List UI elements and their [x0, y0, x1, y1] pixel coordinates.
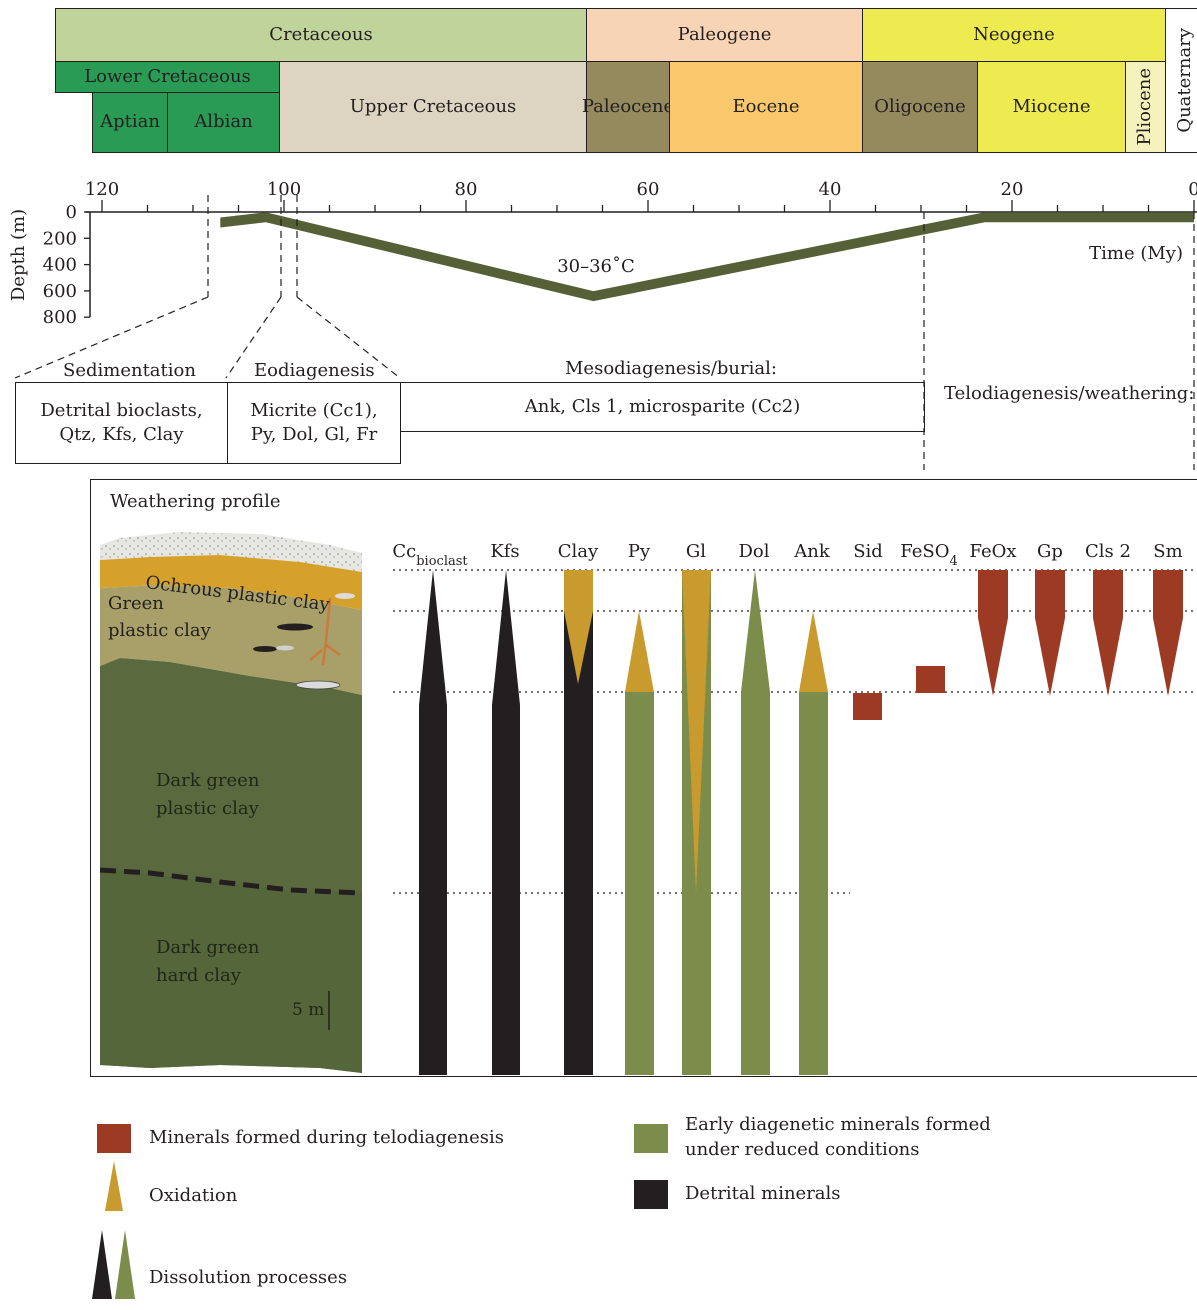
- dissolution-swatch: [92, 1230, 135, 1299]
- period-neogene: Neogene: [862, 8, 1166, 62]
- epoch-label: Lower Cretaceous: [84, 65, 251, 87]
- epoch-miocene: Miocene: [977, 61, 1126, 153]
- period-label: Paleogene: [677, 23, 772, 45]
- period-label: Cretaceous: [269, 23, 373, 45]
- time-tick-label: 0: [1188, 179, 1197, 200]
- epoch-label: Miocene: [1012, 95, 1091, 117]
- epoch-label: Aptian: [100, 111, 160, 133]
- legend-label-detrital: Detrital minerals: [685, 1183, 841, 1204]
- time-axis-label: Time (My): [1089, 243, 1183, 264]
- profile-title: Weathering profile: [110, 491, 281, 512]
- epoch-lower-cretaceous: Lower Cretaceous: [55, 61, 280, 93]
- profile-panel-frame: [90, 479, 1197, 1077]
- time-tick-label: 20: [1001, 179, 1024, 200]
- depth-tick-label: 200: [43, 228, 77, 249]
- depth-tick-label: 0: [66, 202, 77, 223]
- telodiagenesis-swatch: [97, 1124, 131, 1153]
- epoch-label: Albian: [194, 111, 253, 133]
- sedimentation-box: Detrital bioclasts, Qtz, Kfs, Clay: [15, 382, 228, 464]
- period-cretaceous: Cretaceous: [55, 8, 587, 62]
- early-diagenetic-swatch: [634, 1124, 668, 1153]
- epoch-albian: Albian: [167, 92, 280, 153]
- epoch-upper-cretaceous: Upper Cretaceous: [279, 61, 587, 153]
- depth-tick-label: 600: [43, 281, 77, 302]
- eodiagenesis-box: Micrite (Cc1), Py, Dol, Gl, Fr: [227, 382, 401, 464]
- eodiagenesis-title: Eodiagenesis: [254, 360, 375, 381]
- epoch-label: Paleocene: [581, 95, 675, 117]
- epoch-eocene: Eocene: [669, 61, 863, 153]
- green-clay-label: Green plastic clay: [108, 593, 211, 641]
- hard-clay-label: Dark green hard clay: [156, 937, 260, 986]
- connector-line: [225, 296, 282, 379]
- oxidation-swatch: [105, 1161, 123, 1211]
- mesodiagenesis-minerals: Ank, Cls 1, microsparite (Cc2): [524, 395, 801, 417]
- burial-curve: [220, 212, 1195, 302]
- epoch-oligocene: Oligocene: [862, 61, 978, 153]
- scale-bar-label: 5 m: [292, 1000, 325, 1020]
- mesodiagenesis-title: Mesodiagenesis/burial:: [565, 358, 777, 379]
- stage-connectors: [14, 195, 1195, 470]
- epoch-pliocene: Pliocene: [1125, 61, 1166, 153]
- legend-label-telodiagenesis: Minerals formed during telodiagenesis: [149, 1127, 505, 1148]
- time-axis: 120 100 80 60 40 20 0: [85, 179, 1197, 213]
- legend-label-early-diagenetic: Early diagenetic minerals formed under r…: [685, 1114, 991, 1161]
- temperature-label: 30–36˚C: [557, 255, 635, 277]
- depth-axis: 0 200 400 600 800: [43, 202, 91, 328]
- telodiagenesis-title: Telodiagenesis/weathering:: [944, 383, 1195, 404]
- epoch-label: Oligocene: [874, 95, 966, 117]
- connector-line: [296, 296, 401, 379]
- dark-green-clay-label: Dark green plastic clay: [156, 770, 260, 819]
- time-tick-label: 100: [267, 179, 301, 200]
- sedimentation-title: Sedimentation: [63, 360, 196, 381]
- time-tick-label: 80: [455, 179, 478, 200]
- depth-tick-label: 400: [43, 255, 77, 276]
- connector-line: [14, 296, 209, 379]
- legend-label-dissolution: Dissolution processes: [149, 1267, 348, 1288]
- depth-axis-label: Depth (m): [8, 209, 29, 301]
- depth-tick-label: 800: [43, 307, 77, 328]
- period-label: Neogene: [973, 23, 1055, 45]
- legend-label-oxidation: Oxidation: [149, 1185, 238, 1206]
- sedimentation-minerals: Detrital bioclasts, Qtz, Kfs, Clay: [40, 399, 203, 445]
- time-tick-label: 60: [637, 179, 660, 200]
- detrital-swatch: [634, 1180, 668, 1209]
- mesodiagenesis-box: Ank, Cls 1, microsparite (Cc2): [400, 382, 925, 432]
- epoch-label: Upper Cretaceous: [349, 95, 517, 117]
- epoch-aptian: Aptian: [92, 92, 168, 153]
- eodiagenesis-minerals: Micrite (Cc1), Py, Dol, Gl, Fr: [250, 399, 378, 445]
- epoch-label: Eocene: [732, 95, 800, 117]
- time-tick-label: 40: [819, 179, 842, 200]
- time-tick-label: 120: [85, 179, 119, 200]
